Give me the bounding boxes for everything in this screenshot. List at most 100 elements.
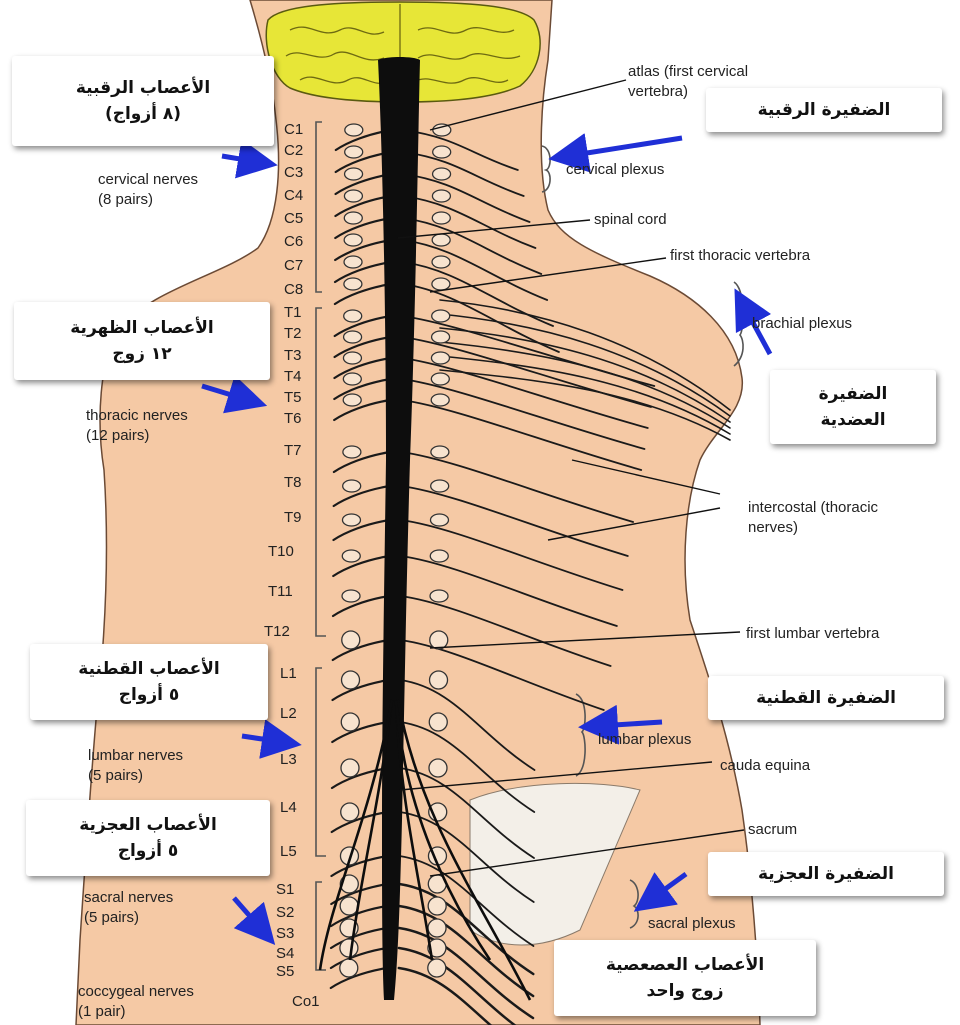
arabic-box-coccygeal-nerve: الأعصاب العصعصية زوج واحد: [554, 940, 816, 1016]
vertebra-disc: [341, 759, 359, 777]
label-intercostal: intercostal (thoracic nerves): [748, 498, 878, 538]
vertebra-label-c5: C5: [284, 211, 303, 227]
vertebra-disc: [340, 959, 358, 977]
arabic-box-thoracic-nerves: الأعصاب الظهرية ١٢ زوج: [14, 302, 270, 380]
vertebra-label-t1: T1: [284, 305, 302, 321]
vertebra-label-t3: T3: [284, 348, 302, 364]
vertebra-disc: [432, 190, 450, 202]
vertebra-disc: [342, 671, 360, 689]
vertebra-label-s4: S4: [276, 946, 294, 962]
vertebra-disc: [345, 124, 363, 136]
vertebra-disc: [344, 190, 362, 202]
label-cervical-nerves: cervical nerves (8 pairs): [98, 170, 198, 210]
vertebra-disc: [344, 310, 362, 322]
label-sacral-plexus: sacral plexus: [648, 914, 736, 934]
vertebra-disc: [429, 759, 447, 777]
vertebra-label-t7: T7: [284, 443, 302, 459]
arabic-box-cervical-nerves: الأعصاب الرقبية (٨ أزواج): [12, 56, 274, 146]
vertebra-disc: [344, 212, 362, 224]
arabic-box-cervical-plexus: الضفيرة الرقبية: [706, 88, 942, 132]
vertebra-disc: [432, 212, 450, 224]
vertebra-label-l4: L4: [280, 800, 297, 816]
vertebra-disc: [344, 234, 362, 246]
vertebra-disc: [342, 514, 360, 526]
vertebra-disc: [432, 256, 450, 268]
vertebra-disc: [342, 590, 360, 602]
vertebra-disc: [430, 671, 448, 689]
vertebra-disc: [340, 939, 358, 957]
vertebra-label-s2: S2: [276, 905, 294, 921]
vertebra-label-c4: C4: [284, 188, 303, 204]
vertebra-disc: [344, 256, 362, 268]
vertebra-label-l2: L2: [280, 706, 297, 722]
vertebra-disc: [341, 713, 359, 731]
label-cervical-plexus: cervical plexus: [566, 160, 664, 180]
vertebra-disc: [432, 310, 450, 322]
vertebra-label-t12: T12: [264, 624, 290, 640]
vertebra-disc: [431, 352, 449, 364]
arabic-box-sacral-nerves: الأعصاب العجزية ٥ أزواج: [26, 800, 270, 876]
vertebra-disc: [344, 331, 362, 343]
vertebra-label-t9: T9: [284, 510, 302, 526]
vertebra-disc: [430, 631, 448, 649]
vertebra-label-l5: L5: [280, 844, 297, 860]
vertebra-label-c8: C8: [284, 282, 303, 298]
vertebra-disc: [345, 146, 363, 158]
label-lumbar-nerves: lumbar nerves (5 pairs): [88, 746, 183, 786]
vertebra-disc: [432, 278, 450, 290]
vertebra-label-t11: T11: [268, 584, 293, 600]
vertebra-disc: [345, 168, 363, 180]
vertebra-label-t6: T6: [284, 411, 302, 427]
vertebra-disc: [430, 550, 448, 562]
vertebra-label-l3: L3: [280, 752, 297, 768]
vertebra-disc: [342, 631, 360, 649]
vertebra-label-s1: S1: [276, 882, 294, 898]
vertebra-disc: [431, 480, 449, 492]
vertebra-disc: [433, 168, 451, 180]
vertebra-disc: [433, 146, 451, 158]
vertebra-label-s3: S3: [276, 926, 294, 942]
vertebra-disc: [430, 590, 448, 602]
vertebra-disc: [343, 352, 361, 364]
vertebra-disc: [343, 373, 361, 385]
arabic-box-sacral-plexus: الضفيرة العجزية: [708, 852, 944, 896]
vertebra-label-c2: C2: [284, 143, 303, 159]
label-first-thoracic-vertebra: first thoracic vertebra: [670, 246, 810, 266]
vertebra-label-c6: C6: [284, 234, 303, 250]
vertebra-disc: [340, 897, 358, 915]
vertebra-disc: [429, 713, 447, 731]
vertebra-label-c1: C1: [284, 122, 303, 138]
vertebra-disc: [343, 394, 361, 406]
vertebra-disc: [431, 446, 449, 458]
vertebra-label-s5: S5: [276, 964, 294, 980]
vertebra-label-t8: T8: [284, 475, 302, 491]
vertebra-disc: [430, 514, 448, 526]
vertebra-label-t4: T4: [284, 369, 302, 385]
vertebra-disc: [432, 331, 450, 343]
vertebra-label-c7: C7: [284, 258, 303, 274]
arabic-box-lumbar-plexus: الضفيرة القطنية: [708, 676, 944, 720]
label-sacral-nerves: sacral nerves (5 pairs): [84, 888, 173, 928]
vertebra-label-co1: Co1: [292, 994, 320, 1010]
vertebra-disc: [428, 959, 446, 977]
vertebra-disc: [431, 373, 449, 385]
label-lumbar-plexus: lumbar plexus: [598, 730, 691, 750]
label-thoracic-nerves: thoracic nerves (12 pairs): [86, 406, 188, 446]
vertebra-label-l1: L1: [280, 666, 297, 682]
vertebra-label-t5: T5: [284, 390, 302, 406]
label-first-lumbar-vertebra: first lumbar vertebra: [746, 624, 879, 644]
vertebra-disc: [343, 446, 361, 458]
label-sacrum: sacrum: [748, 820, 797, 840]
label-coccygeal-nerves: coccygeal nerves (1 pair): [78, 982, 194, 1022]
label-spinal-cord: spinal cord: [594, 210, 667, 230]
arabic-box-lumbar-nerves: الأعصاب القطنية ٥ أزواج: [30, 644, 268, 720]
vertebra-disc: [432, 234, 450, 246]
label-cauda-equina: cauda equina: [720, 756, 810, 776]
vertebra-disc: [341, 803, 359, 821]
vertebra-disc: [343, 480, 361, 492]
label-brachial-plexus: brachial plexus: [752, 314, 852, 334]
vertebra-label-c3: C3: [284, 165, 303, 181]
vertebra-disc: [342, 550, 360, 562]
vertebra-disc: [344, 278, 362, 290]
